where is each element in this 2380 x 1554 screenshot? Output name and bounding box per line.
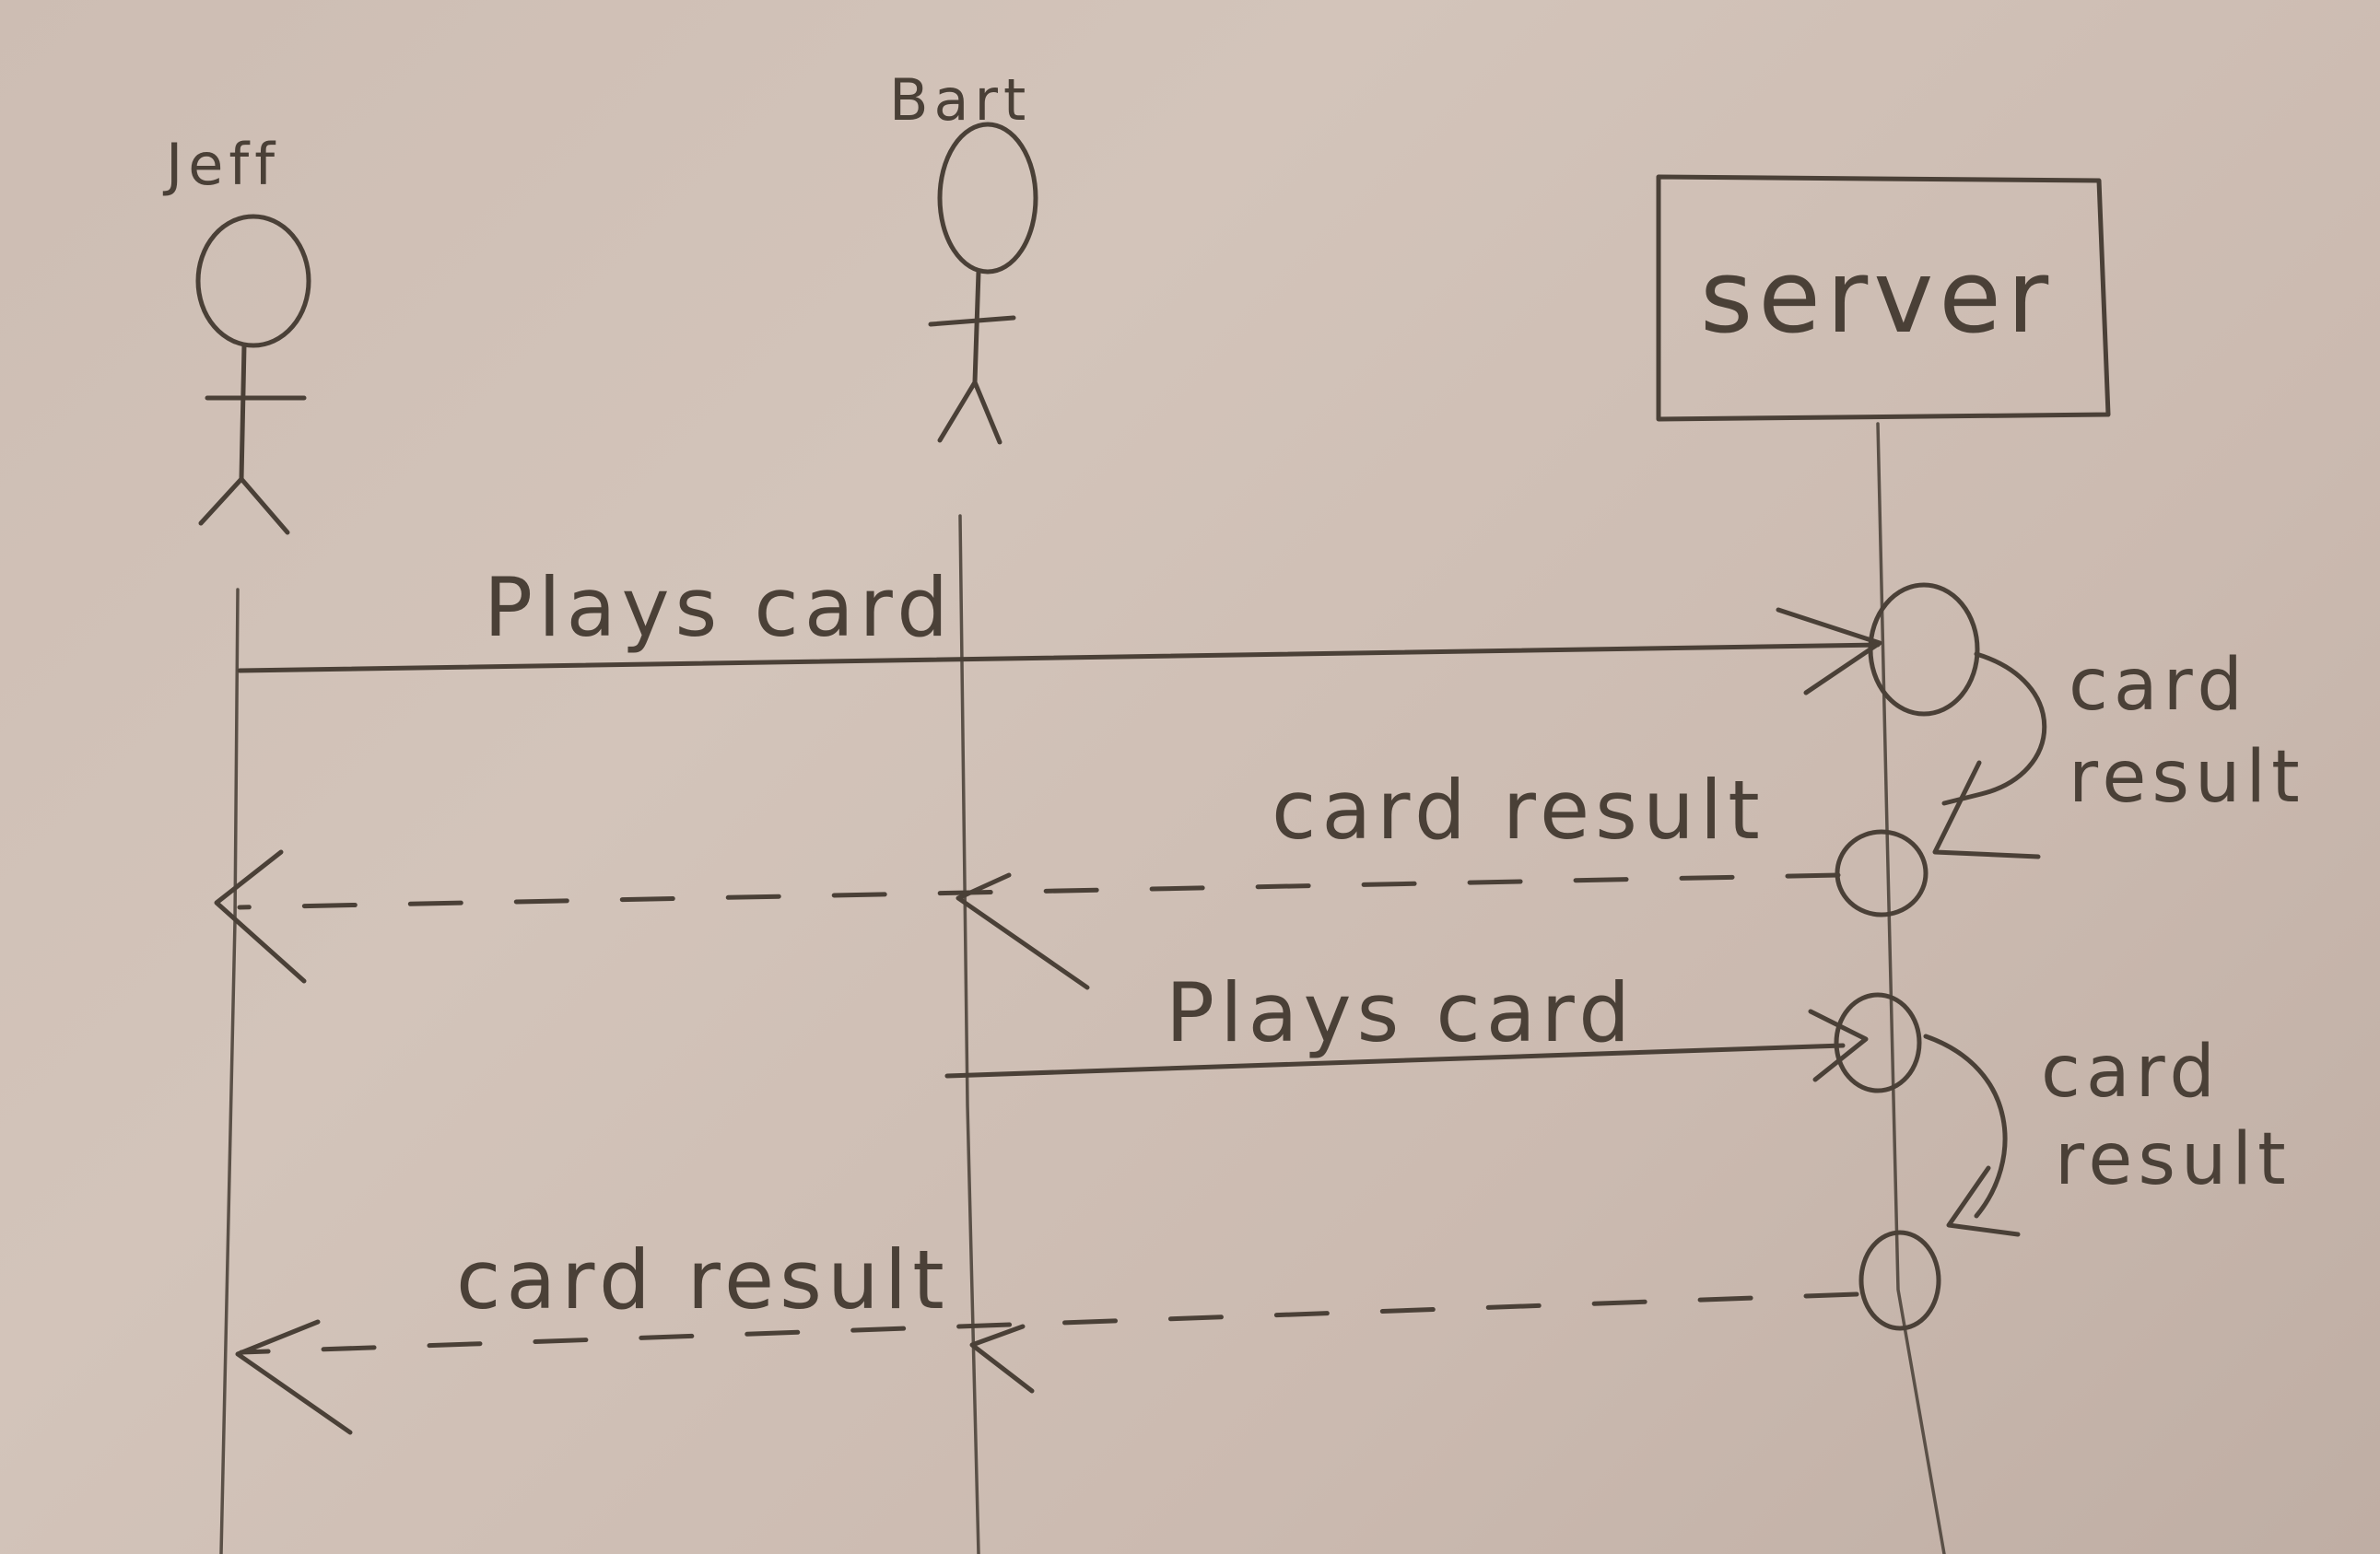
lifeline-jeff [219,588,240,1554]
message-2-arrowhead-jeff [214,849,307,984]
actor-bart-legs [937,380,1002,445]
self-message-2-curve [1923,1034,2008,1219]
server-participant: server [1656,174,2111,422]
self-message-1-arrowhead [1932,760,2041,859]
actor-jeff: Jeff [162,131,311,535]
actor-jeff-head [195,214,311,348]
message-4-label: card result [456,1233,950,1327]
self-message-2: card result [1923,1031,2292,1237]
message-4: card result [235,1233,1859,1435]
server-box [1656,174,2111,422]
message-4-arrowhead-bart [969,1324,1035,1394]
actor-bart-arms [928,315,1016,327]
lifeline-server [1876,422,1946,1554]
message-1: Plays card [237,560,1882,695]
message-2-arrowhead-bart [956,872,1090,990]
message-2-line [237,872,1841,910]
actor-jeff-body [239,343,247,482]
server-label: server [1700,238,2054,356]
self-message-2-label-line2: result [2055,1118,2292,1201]
self-message-2-arrowhead [1946,1165,2021,1237]
actor-bart-head [937,122,1038,275]
message-1-line [237,642,1881,673]
message-3-line [944,1043,1846,1079]
activation-3 [1834,992,1922,1093]
message-3: Plays card [944,965,1869,1082]
message-4-arrowhead-jeff [235,1319,353,1435]
message-1-label: Plays card [484,560,954,655]
message-2: card result [214,763,1841,990]
activation-4 [1858,1230,1941,1331]
actor-jeff-label: Jeff [162,131,280,198]
lifeline-bart [958,514,980,1554]
actor-jeff-legs [198,476,290,535]
activation-2 [1835,829,1929,917]
message-1-arrowhead [1776,607,1882,695]
actor-bart-body [972,269,981,385]
message-2-label: card result [1272,763,1765,858]
message-3-arrowhead [1808,1009,1869,1082]
message-3-label: Plays card [1166,965,1636,1060]
self-message-2-label-line1: card [2041,1031,2221,1114]
activation-1 [1868,582,1980,717]
self-message-1-curve [1941,651,2047,806]
actor-bart-label: Bart [889,66,1031,134]
self-message-1-label-line1: card [2069,644,2248,727]
self-message-1-label-line2: result [2069,736,2305,819]
self-message-1: card result [1932,644,2305,859]
actor-bart: Bart [889,66,1038,445]
